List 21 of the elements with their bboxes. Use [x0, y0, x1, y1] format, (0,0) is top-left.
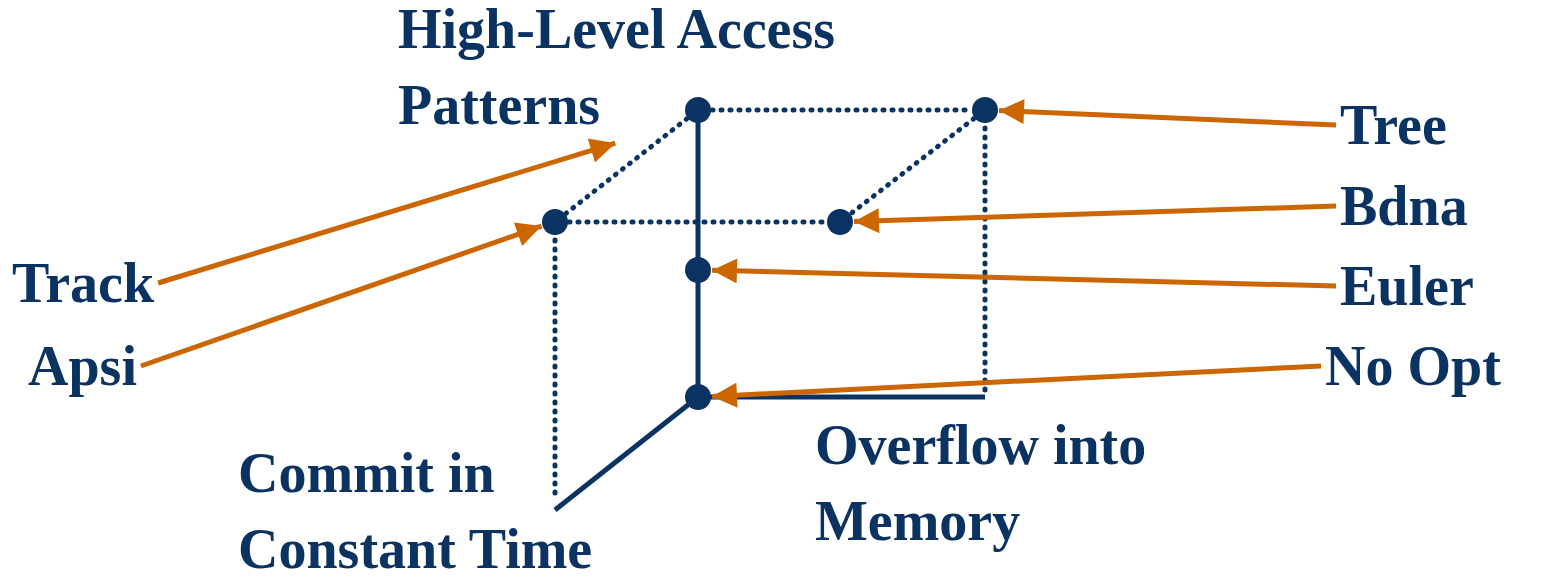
arrow — [711, 363, 1322, 408]
arrow — [140, 222, 543, 369]
dotted-line — [563, 116, 690, 216]
dot-marker — [542, 209, 568, 235]
arrow — [157, 138, 617, 286]
arrow — [998, 99, 1337, 128]
axis-label: Commit in Constant Time — [238, 441, 594, 582]
dot-marker — [827, 209, 853, 235]
arrow — [853, 203, 1337, 234]
arrow — [711, 258, 1337, 289]
dot-marker — [685, 257, 711, 283]
leader-text: Bdna — [1340, 178, 1468, 234]
leader-text: Track — [12, 255, 155, 311]
dot-marker — [972, 97, 998, 123]
axis-label: High-Level Access Patterns — [398, 0, 928, 144]
axis-label: Overflow into Memory — [815, 413, 1148, 554]
leader-text: Euler — [1340, 258, 1474, 314]
dot-marker — [685, 97, 711, 123]
dotted-line — [848, 116, 977, 216]
leader-text: Tree — [1340, 97, 1447, 153]
dot-marker — [685, 384, 711, 410]
